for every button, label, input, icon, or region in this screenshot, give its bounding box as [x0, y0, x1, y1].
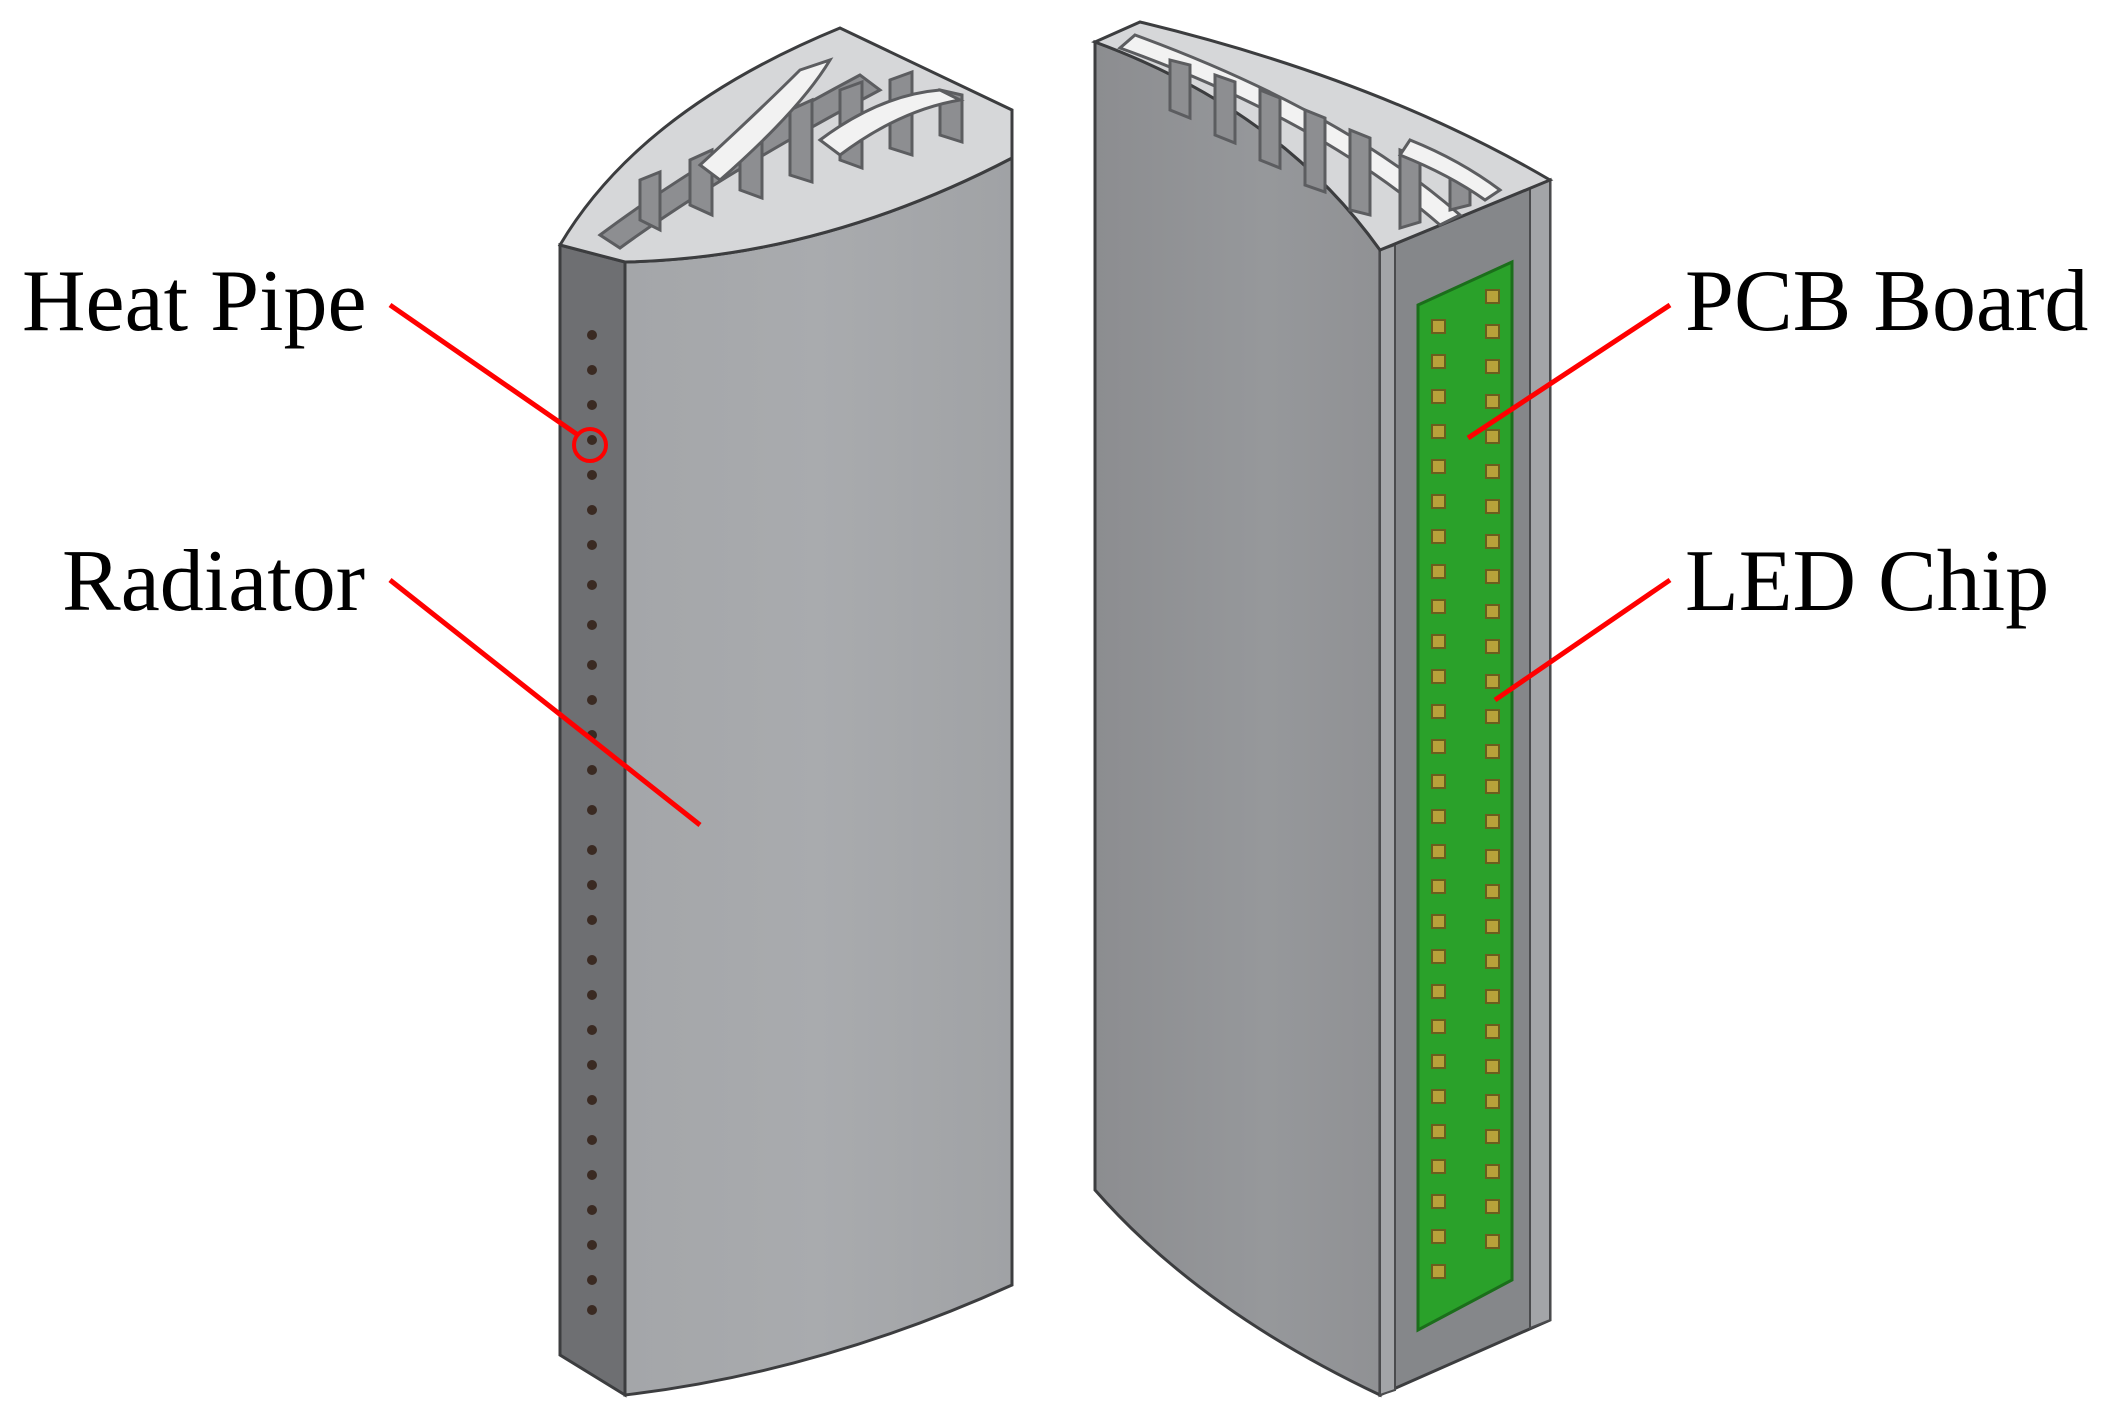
- left-radiator-front-face: [623, 155, 1014, 1397]
- led-chips: [1431, 289, 1500, 1279]
- heat-pipe-holes: [587, 330, 597, 1315]
- left-radiator: [557, 26, 1014, 1398]
- pcb-board-label: PCB Board: [1685, 253, 2088, 350]
- heat-pipe-callout-line: [388, 302, 580, 438]
- radiator-callout-line: [388, 578, 702, 827]
- radiator-label: Radiator: [62, 533, 365, 630]
- right-radiator: [1091, 20, 1554, 1398]
- right-radiator-front-face: [1093, 39, 1382, 1398]
- right-radiator-rail-right: [1529, 178, 1551, 1330]
- right-radiator-rail-left: [1379, 243, 1396, 1397]
- led-chip-callout-line: [1493, 577, 1672, 703]
- left-radiator-side-face: [558, 243, 627, 1398]
- right-radiator-fins: [1117, 33, 1503, 231]
- callout-lines: [388, 302, 1672, 827]
- led-chip-label: LED Chip: [1685, 533, 2049, 630]
- heat-pipe-marker-icon: [572, 427, 608, 463]
- heat-pipe-label: Heat Pipe: [22, 253, 367, 350]
- pcb-board-callout-line: [1466, 302, 1672, 441]
- left-radiator-fins: [597, 57, 965, 250]
